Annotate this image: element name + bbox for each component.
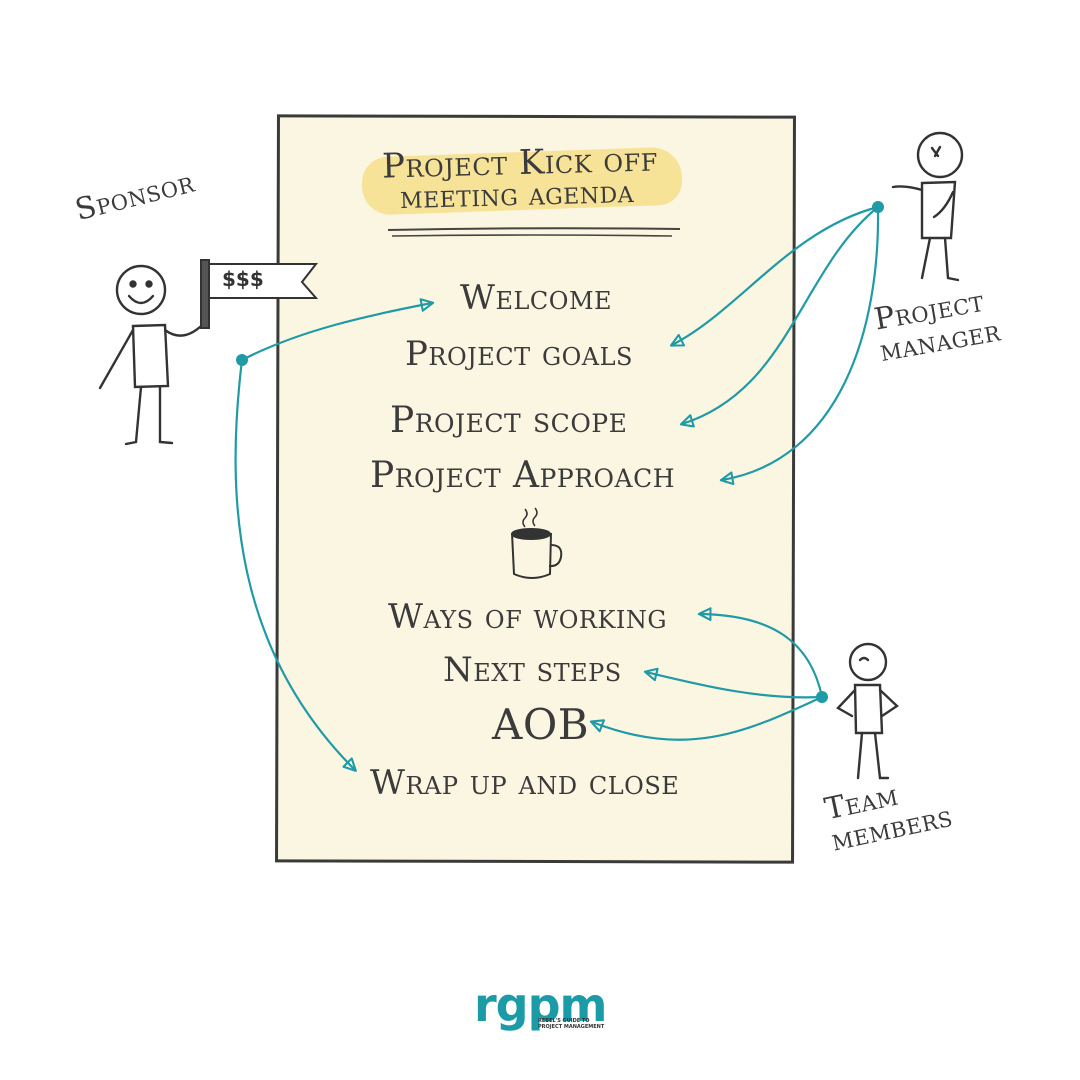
stick-figure-project-manager — [891, 131, 964, 282]
agenda-item-welcome: Welcome — [460, 278, 613, 318]
agenda-item-aob: AOB — [492, 700, 590, 749]
team-arrows — [589, 607, 828, 741]
stick-figure-sponsor — [98, 264, 209, 446]
agenda-item-next-steps: Next steps — [443, 650, 622, 690]
pm-arrows — [669, 201, 884, 486]
team-node — [816, 691, 828, 703]
agenda-item-scope: Project scope — [390, 400, 628, 441]
agenda-item-goals: Project goals — [405, 334, 634, 374]
stick-figure-team-member — [836, 642, 899, 780]
title-underline — [387, 227, 681, 237]
arrow-pm-to-approach — [719, 206, 880, 486]
agenda-item-approach: Project Approach — [370, 455, 676, 496]
arrow-sponsor-to-wrap-up — [234, 359, 357, 772]
arrow-pm-to-goals — [669, 205, 879, 347]
arrow-team-to-next-steps — [643, 667, 823, 699]
arrow-pm-to-scope — [679, 206, 879, 428]
arrow-sponsor-to-welcome — [241, 298, 435, 361]
agenda-item-ways-of-working: Ways of working — [388, 597, 668, 637]
coffee-mug-icon — [511, 507, 563, 579]
rgpm-logo: rgpm — [474, 978, 607, 1032]
flag-text: $$$ — [222, 267, 264, 291]
arrow-team-to-aob — [589, 696, 823, 741]
sponsor-arrows — [234, 298, 435, 772]
agenda-item-wrap-up: Wrap up and close — [370, 763, 680, 803]
flag-icon — [200, 259, 319, 329]
logo-tagline: REBEL'S GUIDE TO PROJECT MANAGEMENT — [538, 1018, 605, 1030]
sponsor-node — [236, 354, 248, 366]
pm-node — [872, 201, 884, 213]
arrow-team-to-ways — [697, 607, 824, 698]
